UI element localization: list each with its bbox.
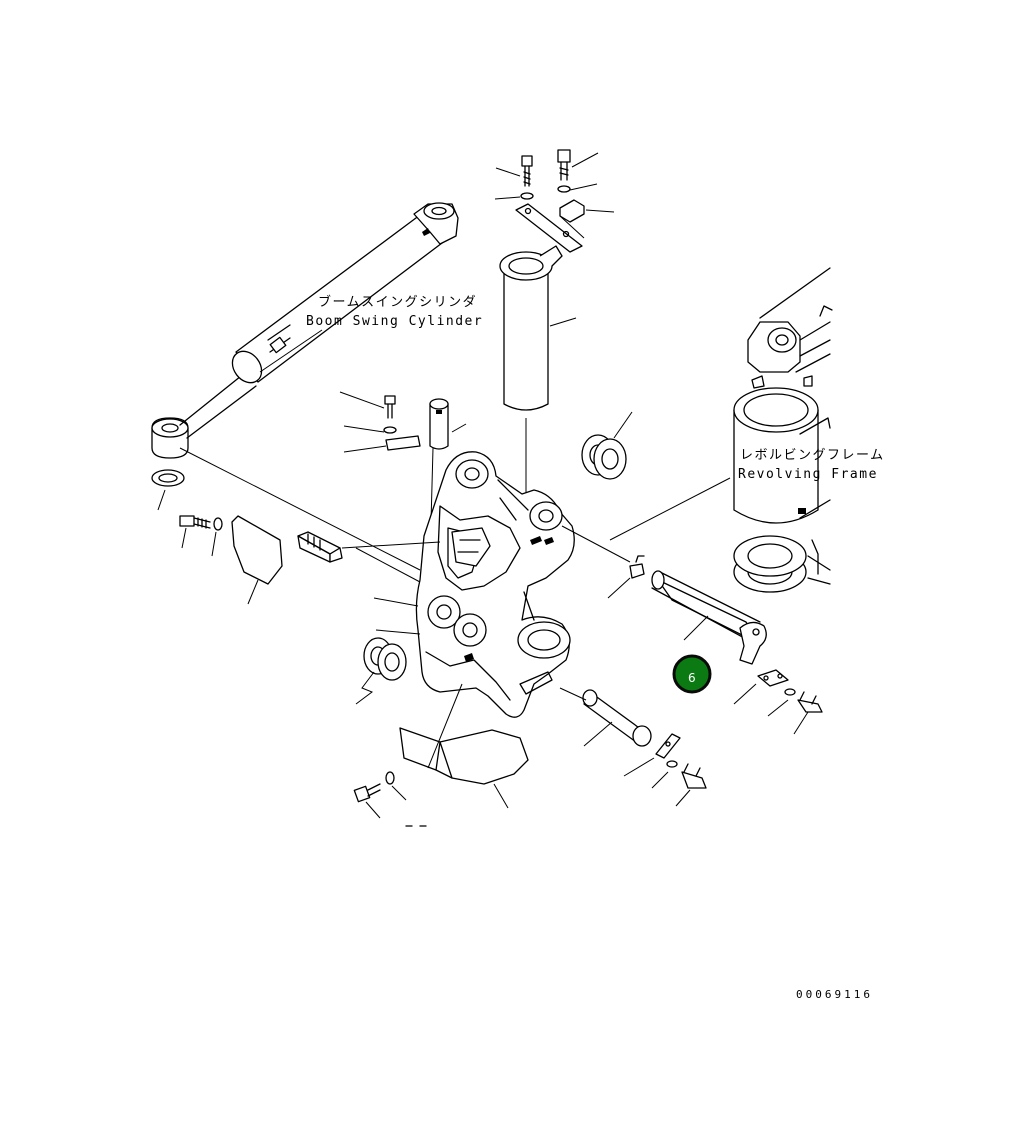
- swing-bracket: [355, 451, 631, 718]
- callout-number: 6: [688, 671, 696, 685]
- callout-marker[interactable]: 6: [672, 654, 712, 694]
- small-pin-assembly: [339, 391, 467, 561]
- revolving-frame-label-en: Revolving Frame: [738, 467, 878, 482]
- revolving-frame-label-jp: レボルビングフレーム: [740, 448, 885, 463]
- boom-swing-cylinder: [151, 202, 459, 571]
- boom-swing-cylinder-label-jp: ブームスイングシリンダ: [318, 294, 477, 310]
- bushings-upper: [581, 411, 633, 480]
- drawing-code: 00069116: [796, 988, 873, 1001]
- bottom-cover: [353, 683, 529, 827]
- boom-swing-cylinder-label-en: Boom Swing Cylinder: [306, 314, 483, 329]
- lock-plate-right: [733, 669, 823, 735]
- lock-plate-lower: [623, 733, 707, 807]
- revolving-frame: [609, 267, 833, 593]
- bushings-lower: [355, 637, 407, 705]
- grease-fitting: [607, 555, 645, 599]
- shim-plates-left: [179, 515, 441, 605]
- top-pin-assembly: [494, 149, 615, 500]
- main-pin-right: [651, 570, 767, 665]
- callout-circle[interactable]: [672, 654, 712, 694]
- main-pin-lower: [559, 687, 652, 747]
